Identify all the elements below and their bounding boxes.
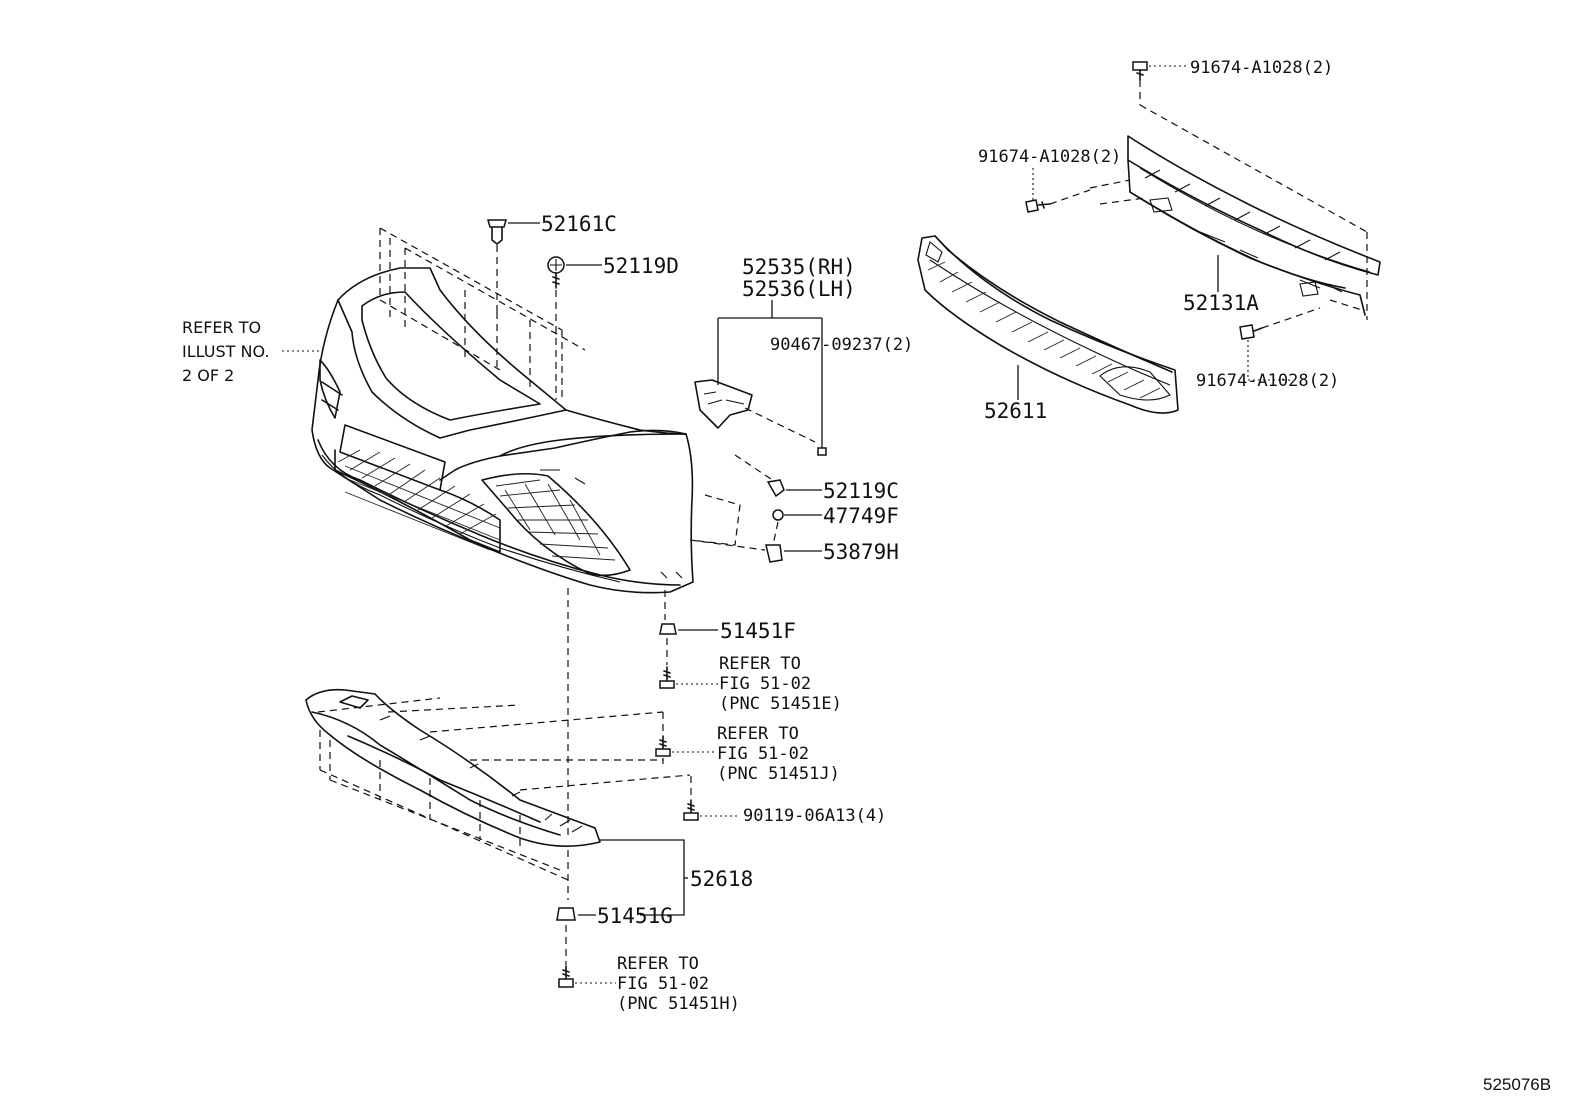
center-assembly-line [565,588,569,965]
label-52119C: 52119C [823,479,899,503]
figure-id: 525076B [1483,1075,1551,1094]
label-52535: 52535(RH) [742,255,856,279]
refer-51451H-line2: FIG 51-02 [617,974,709,994]
under-cover-52618: 52618 [305,688,753,916]
label-91674-top: 91674-A1028(2) [1190,58,1333,78]
refer-51451E-line3: (PNC 51451E) [719,694,842,714]
label-47749F: 47749F [823,504,899,528]
label-52536: 52536(LH) [742,277,856,301]
label-90119: 90119-06A13(4) [743,806,886,826]
refer-illust-line1: REFER TO [182,318,261,337]
refer-51451J-line2: FIG 51-02 [717,744,809,764]
label-52611: 52611 [984,399,1047,423]
refer-illust-line3: 2 OF 2 [182,366,234,385]
label-52131A: 52131A [1183,291,1259,315]
energy-absorber-52611: 52611 [917,235,1179,423]
bolt-91674-left: 91674-A1028(2) [978,147,1121,213]
refer-51451E-callout: REFER TO FIG 51-02 (PNC 51451E) [719,654,842,714]
refer-51451J-line3: (PNC 51451J) [717,764,840,784]
label-52119D: 52119D [603,254,679,278]
refer-51451E-line1: REFER TO [719,654,801,674]
refer-51451H-line1: REFER TO [617,954,699,974]
refer-51451J-callout: REFER TO FIG 51-02 (PNC 51451J) [655,712,840,784]
refer-51451J-line1: REFER TO [717,724,799,744]
refer-51451E-line2: FIG 51-02 [719,674,811,694]
bracket-52535-52536: 52535(RH) 52536(LH) 90467-09237(2) [694,255,913,456]
front-bumper-cover [311,227,781,594]
bolt-91674-right: 91674-A1028(2) [1196,324,1339,391]
label-90467: 90467-09237(2) [770,335,913,355]
label-52618: 52618 [690,867,753,891]
screw-52119D: 52119D [547,254,679,400]
clip-52161C: 52161C [487,212,617,312]
label-91674-left: 91674-A1028(2) [978,147,1121,167]
refer-illust-callout: REFER TO ILLUST NO. 2 OF 2 [182,318,320,385]
bolt-90119: 90119-06A13(4) [683,776,886,826]
refer-51451H-callout: REFER TO FIG 51-02 (PNC 51451H) [558,954,740,1014]
nut-51451F: 51451F [659,590,796,689]
fasteners-side: 52119C 47749F 53879H [765,479,899,564]
nut-51451G: 51451G [556,904,673,928]
label-51451G: 51451G [597,904,673,928]
label-52161C: 52161C [541,212,617,236]
bolt-91674-top: 91674-A1028(2) [1132,58,1333,81]
label-51451F: 51451F [720,619,796,643]
refer-illust-line2: ILLUST NO. [182,342,269,361]
refer-51451H-line3: (PNC 51451H) [617,994,740,1014]
bumper-reinforcement-52131A: 52131A [1049,80,1381,329]
label-91674-right: 91674-A1028(2) [1196,371,1339,391]
label-53879H: 53879H [823,540,899,564]
